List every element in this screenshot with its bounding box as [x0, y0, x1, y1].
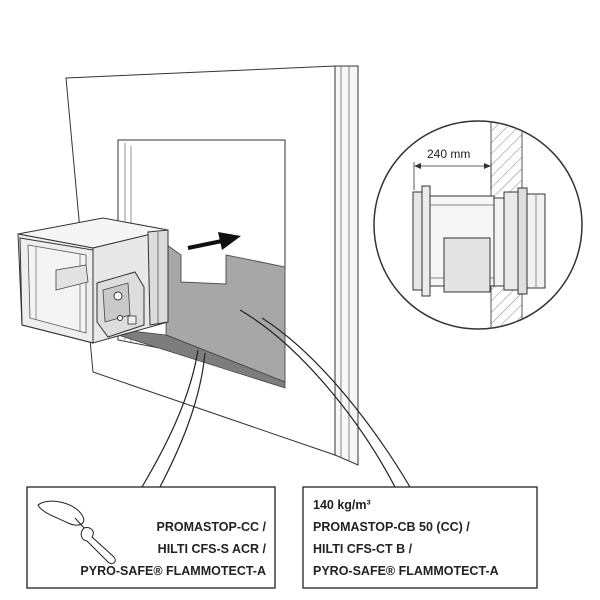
callout-leaders	[141, 309, 411, 488]
callout-box-left: PROMASTOP-CC / HILTI CFS-S ACR / PYRO-SA…	[26, 486, 276, 589]
right-callout-density: 140 kg/m³	[313, 498, 371, 512]
callout-box-right: 140 kg/m³ PROMASTOP-CB 50 (CC) / HILTI C…	[302, 486, 538, 589]
fire-damper	[17, 217, 169, 344]
left-callout-line-3: PYRO-SAFE® FLAMMOTECT-A	[80, 564, 266, 578]
trowel-icon	[37, 500, 116, 565]
left-callout-line-2: HILTI CFS-S ACR /	[158, 542, 267, 556]
right-callout-line-2: HILTI CFS-CT B /	[313, 542, 413, 556]
left-callout-line-1: PROMASTOP-CC /	[157, 520, 267, 534]
right-callout-line-1: PROMASTOP-CB 50 (CC) /	[313, 520, 470, 534]
right-callout-line-3: PYRO-SAFE® FLAMMOTECT-A	[313, 564, 499, 578]
wall-side-face	[334, 65, 359, 466]
insert-direction-arrow	[187, 232, 241, 250]
detail-view: 240 mm	[373, 120, 583, 330]
dimension-label: 240 mm	[427, 147, 470, 161]
coated-board	[120, 244, 286, 389]
